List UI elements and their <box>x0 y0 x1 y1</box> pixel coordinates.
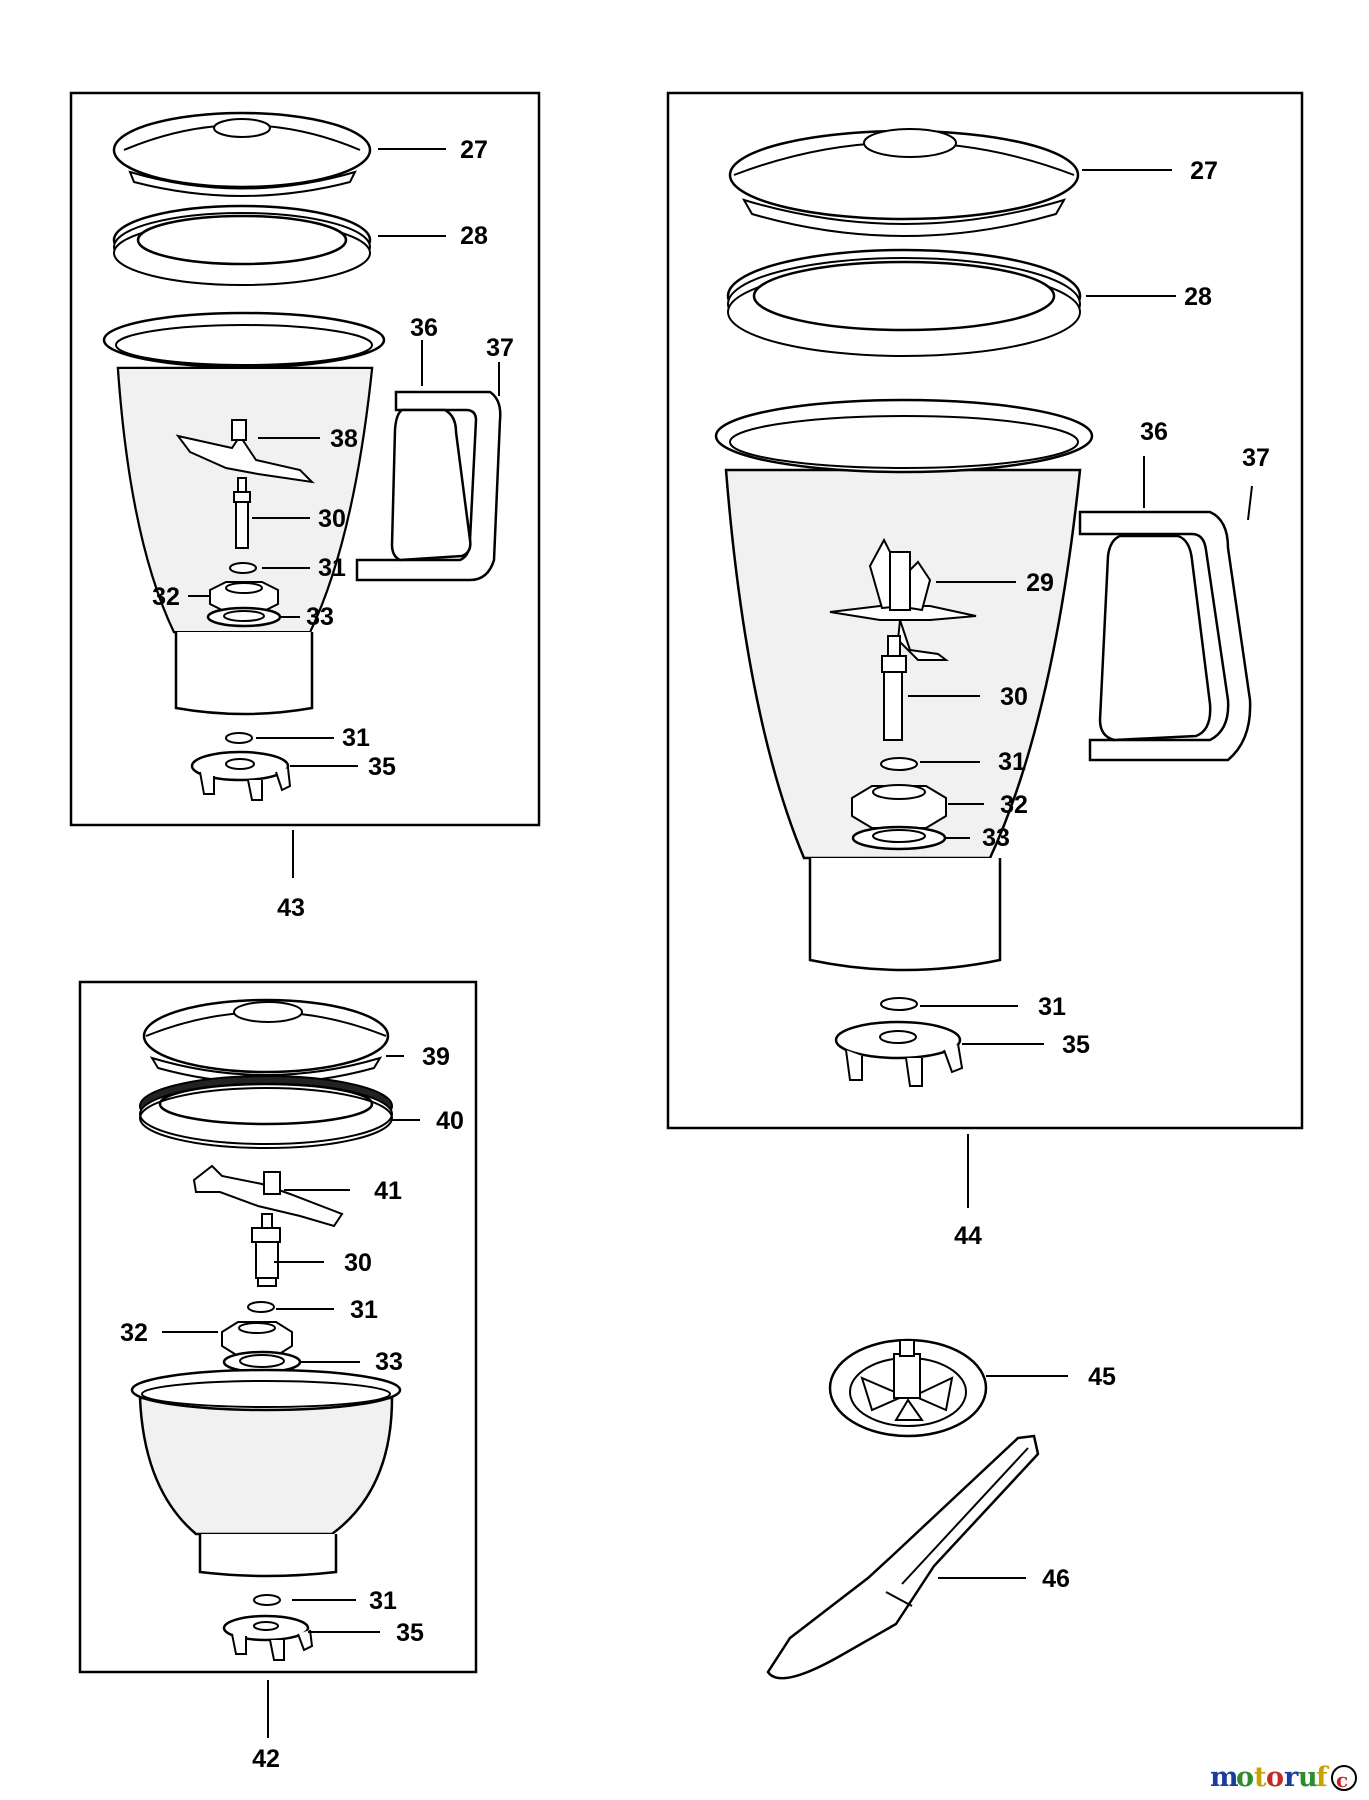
assembly-42: 39 40 41 30 31 32 33 31 35 42 <box>78 980 478 1773</box>
part-35-coupler <box>190 750 292 801</box>
label-30-42: 30 <box>344 1249 372 1277</box>
part-45-blade-assembly: 45 <box>828 1338 1116 1438</box>
part-28-gasket-large <box>726 248 1082 357</box>
label-27: 27 <box>460 136 488 164</box>
part-32-nut-42 <box>221 1321 293 1357</box>
label-28-large: 28 <box>1184 283 1212 311</box>
watermark-f: f <box>1316 1762 1330 1793</box>
part-32-nut <box>209 581 279 613</box>
label-43: 43 <box>277 894 305 922</box>
label-36-large: 36 <box>1140 418 1168 446</box>
part-32-nut-large <box>851 784 947 829</box>
part-33-ring-large <box>851 825 947 851</box>
part-30-shaft-large <box>881 635 907 741</box>
label-28: 28 <box>460 222 488 250</box>
label-37-large: 37 <box>1242 444 1270 472</box>
label-27-large: 27 <box>1190 157 1218 185</box>
label-30-large: 30 <box>1000 683 1028 711</box>
part-29-blade <box>829 537 977 661</box>
label-32-large: 32 <box>1000 791 1028 819</box>
label-46: 46 <box>1042 1565 1070 1593</box>
watermark-m: m <box>1210 1762 1239 1793</box>
part-41-blade <box>192 1164 344 1228</box>
part-31-washer <box>229 562 257 574</box>
watermark-c: c <box>1336 1768 1348 1792</box>
watermark-o2: o <box>1266 1762 1284 1793</box>
part-27-lid-large <box>728 128 1080 237</box>
label-31: 31 <box>318 554 346 582</box>
part-38-blade <box>175 419 315 484</box>
part-36-jar <box>102 311 502 716</box>
watermark-u: u <box>1298 1762 1318 1793</box>
part-33-ring <box>206 606 282 628</box>
part-27-lid <box>112 111 372 197</box>
assembly-44: 27 28 36 37 29 30 31 32 33 31 35 44 <box>666 91 1304 1250</box>
label-33-42: 33 <box>375 1348 403 1376</box>
label-33-large: 33 <box>982 824 1010 852</box>
part-40-gasket <box>139 1075 393 1149</box>
part-31-washer-42 <box>247 1301 275 1313</box>
label-29: 29 <box>1026 569 1054 597</box>
part-35-coupler-large <box>834 1020 964 1087</box>
label-37: 37 <box>486 334 514 362</box>
label-35: 35 <box>368 753 396 781</box>
part-31-washer-large <box>880 757 918 771</box>
label-31b: 31 <box>342 724 370 752</box>
label-41: 41 <box>374 1177 402 1205</box>
label-35-large: 35 <box>1062 1031 1090 1059</box>
watermark-o1: o <box>1236 1762 1254 1793</box>
part-31b-washer <box>225 732 253 744</box>
part-bowl <box>130 1368 402 1578</box>
part-30-shaft-42 <box>251 1213 281 1287</box>
label-32: 32 <box>152 583 180 611</box>
part-30-shaft <box>233 477 251 549</box>
label-44: 44 <box>954 1222 982 1250</box>
motoruf-watermark: m o t o r u f c <box>1210 1762 1357 1793</box>
label-36: 36 <box>410 314 438 342</box>
part-36-jar-large <box>714 398 1252 972</box>
part-31b-washer-large <box>880 997 918 1011</box>
label-42: 42 <box>252 1745 280 1773</box>
assembly-43-frame <box>69 91 541 827</box>
label-39: 39 <box>422 1043 450 1071</box>
label-40: 40 <box>436 1107 464 1135</box>
label-32-42: 32 <box>120 1319 148 1347</box>
watermark-r: r <box>1284 1762 1299 1793</box>
label-31-large: 31 <box>998 748 1026 776</box>
part-39-lid <box>142 998 390 1084</box>
label-31-42: 31 <box>350 1296 378 1324</box>
assembly-43: 27 28 36 37 38 30 31 32 33 31 35 43 <box>69 91 541 922</box>
assembly-44-frame <box>666 91 1304 1130</box>
assembly-42-frame <box>78 980 478 1674</box>
label-33: 33 <box>306 603 334 631</box>
part-35-coupler-42 <box>222 1614 314 1661</box>
label-38: 38 <box>330 425 358 453</box>
label-30: 30 <box>318 505 346 533</box>
label-45: 45 <box>1088 1363 1116 1391</box>
part-31b-washer-42 <box>253 1594 281 1606</box>
copyright-icon <box>1331 1765 1357 1791</box>
part-46-spatula: 46 <box>766 1434 1070 1680</box>
watermark-t: t <box>1254 1762 1267 1793</box>
label-31b-42: 31 <box>369 1587 397 1615</box>
label-35-42: 35 <box>396 1619 424 1647</box>
part-28-gasket <box>112 204 372 286</box>
label-31b-large: 31 <box>1038 993 1066 1021</box>
